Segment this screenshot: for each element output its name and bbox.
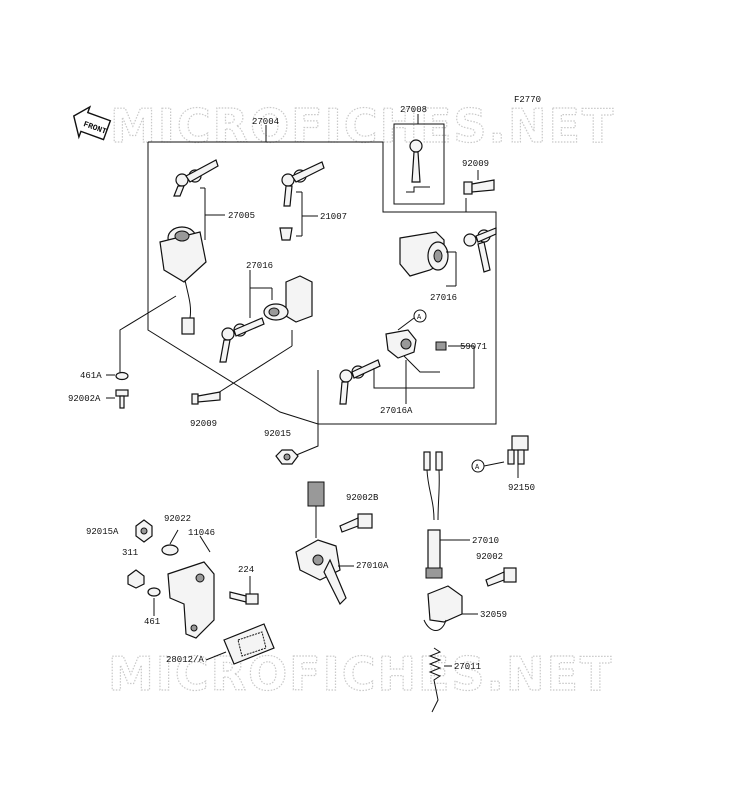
ignition-switch-icon (159, 226, 207, 335)
label-92002: 92002 (476, 552, 503, 562)
keys-27016-right-icon (463, 227, 497, 273)
washer-461-icon (147, 587, 161, 597)
keys-27005-icon (173, 159, 219, 197)
label-92015A: 92015A (86, 527, 119, 537)
label-92002A: 92002A (68, 394, 101, 404)
label-27008: 27008 (400, 105, 427, 115)
bolt-92002A-icon (115, 389, 129, 409)
label-27010: 27010 (472, 536, 499, 546)
reflector-28012A-icon (223, 623, 275, 665)
screw-92009-bottom-icon (191, 391, 221, 405)
key-blank-box (393, 123, 445, 205)
bolt-92002B-icon (339, 513, 373, 533)
label-92022: 92022 (164, 514, 191, 524)
keys-27016-mid-icon (219, 317, 265, 363)
label-461: 461 (144, 617, 160, 627)
figure-code: F2770 (514, 95, 541, 105)
svg-text:A: A (475, 464, 480, 472)
ref-circle-A-top (413, 309, 427, 323)
svg-text:A: A (417, 314, 422, 322)
keys-21007-icon (279, 161, 325, 241)
washer-461A-icon (115, 371, 129, 381)
group-27004-outline (147, 141, 497, 425)
label-92002B: 92002B (346, 493, 379, 503)
label-27016-mid: 27016 (246, 261, 273, 271)
label-32059: 32059 (480, 610, 507, 620)
nut-311-icon (127, 569, 145, 589)
nut-92015-icon (275, 449, 299, 465)
screw-92009-top-icon (463, 179, 495, 195)
label-27016A: 27016A (380, 406, 413, 416)
label-92009-top: 92009 (462, 159, 489, 169)
label-461A: 461A (80, 371, 102, 381)
label-27005: 27005 (228, 211, 255, 221)
label-59071: 59071 (460, 342, 487, 352)
label-27016-right: 27016 (430, 293, 457, 303)
part-labels: 27004 27008 92009 27005 21007 27016 2701… (68, 105, 535, 672)
bolt-92150-icon (507, 435, 529, 465)
bracket-32059-icon (423, 585, 463, 631)
label-92015: 92015 (264, 429, 291, 439)
label-21007: 21007 (320, 212, 347, 222)
label-11046: 11046 (188, 528, 215, 538)
bracket-11046-icon (167, 561, 215, 639)
connector-59071-icon (435, 341, 447, 351)
washer-92022-icon (161, 544, 179, 556)
keys-27016A-icon (339, 359, 381, 405)
brake-switch-27010-icon (423, 451, 443, 579)
lock-27016A-icon (385, 329, 440, 373)
label-28012A: 28012/A (166, 655, 204, 665)
seat-lock-icon (263, 275, 313, 323)
key-blank-icon (406, 139, 430, 193)
label-92009-bottom: 92009 (190, 419, 217, 429)
rear-switch-27010A-icon (295, 481, 347, 606)
front-arrow-icon: FRONT (72, 105, 112, 141)
bolt-224-icon (229, 591, 259, 605)
spring-27011-icon (428, 647, 442, 713)
label-92150: 92150 (508, 483, 535, 493)
label-27004: 27004 (252, 117, 279, 127)
label-311: 311 (122, 548, 138, 558)
watermark-top: MICROFICHES.NET (110, 99, 615, 153)
bolt-92002-icon (485, 567, 517, 587)
label-27011: 27011 (454, 662, 481, 672)
helmet-lock-icon (399, 231, 449, 277)
label-27010A: 27010A (356, 561, 389, 571)
watermark-bottom: MICROFICHES.NET (108, 647, 613, 701)
label-224: 224 (238, 565, 254, 575)
